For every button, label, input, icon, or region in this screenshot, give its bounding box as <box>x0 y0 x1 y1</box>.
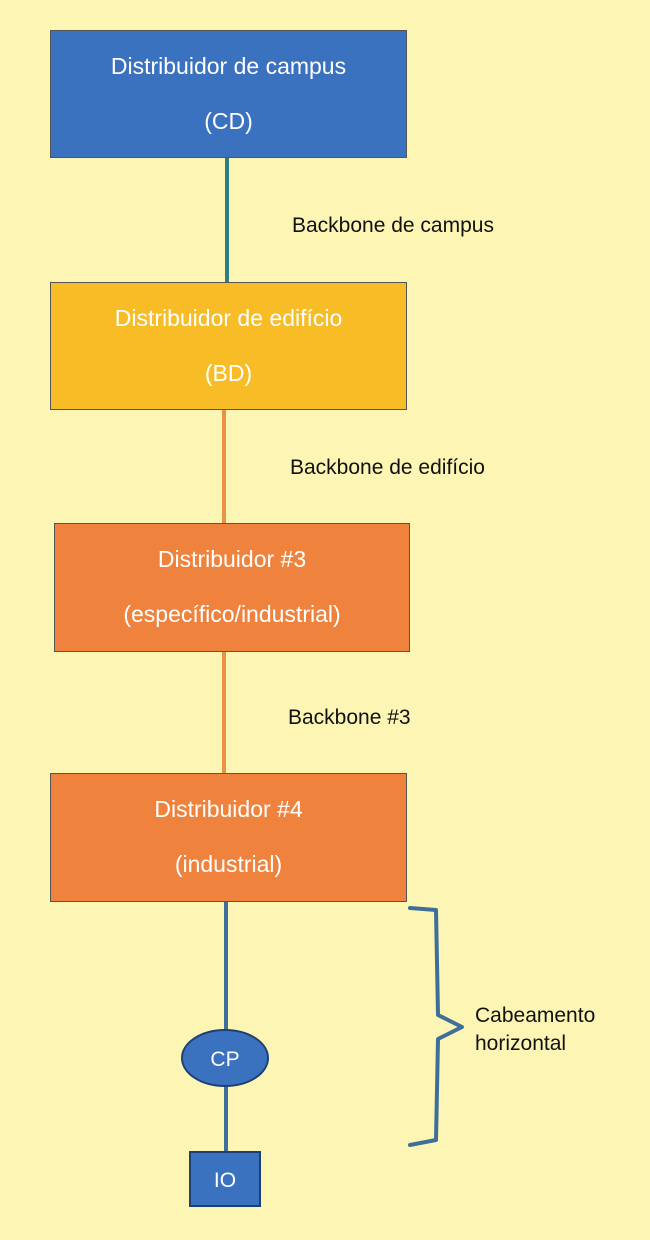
distributor-4-box: Distribuidor #4 (industrial) <box>50 773 407 902</box>
distributor-3-title: Distribuidor #3 <box>157 546 307 573</box>
distributor-3-type: (específico/industrial) <box>123 601 341 627</box>
horizontal-cabling-bracket <box>408 906 464 1147</box>
horizontal-cabling-line1: Cabeamento <box>475 1004 596 1027</box>
campus-distributor-box: Distribuidor de campus (CD) <box>50 30 407 158</box>
cp-label: CP <box>210 1048 239 1071</box>
building-distributor-code: (BD) <box>204 359 253 386</box>
campus-distributor-title: Distribuidor de campus <box>110 52 347 79</box>
building-backbone-label: Backbone de edifício <box>290 456 485 479</box>
backbone-3-label: Backbone #3 <box>288 706 411 729</box>
cp-node <box>181 1029 269 1087</box>
building-distributor-title: Distribuidor de edifício <box>114 304 343 331</box>
io-node <box>189 1151 261 1207</box>
distributor-4-title: Distribuidor #4 <box>154 796 303 823</box>
distributor-3-box: Distribuidor #3 (específico/industrial) <box>54 523 410 652</box>
horizontal-cabling-label: Cabeamento horizontal <box>475 1002 595 1059</box>
building-distributor-box: Distribuidor de edifício (BD) <box>50 282 407 410</box>
campus-distributor-code: (CD) <box>204 107 253 134</box>
io-label: IO <box>214 1169 236 1192</box>
horizontal-cabling-line2: horizontal <box>475 1032 567 1056</box>
campus-backbone-label: Backbone de campus <box>292 214 494 237</box>
distributor-4-type: (industrial) <box>174 851 283 877</box>
